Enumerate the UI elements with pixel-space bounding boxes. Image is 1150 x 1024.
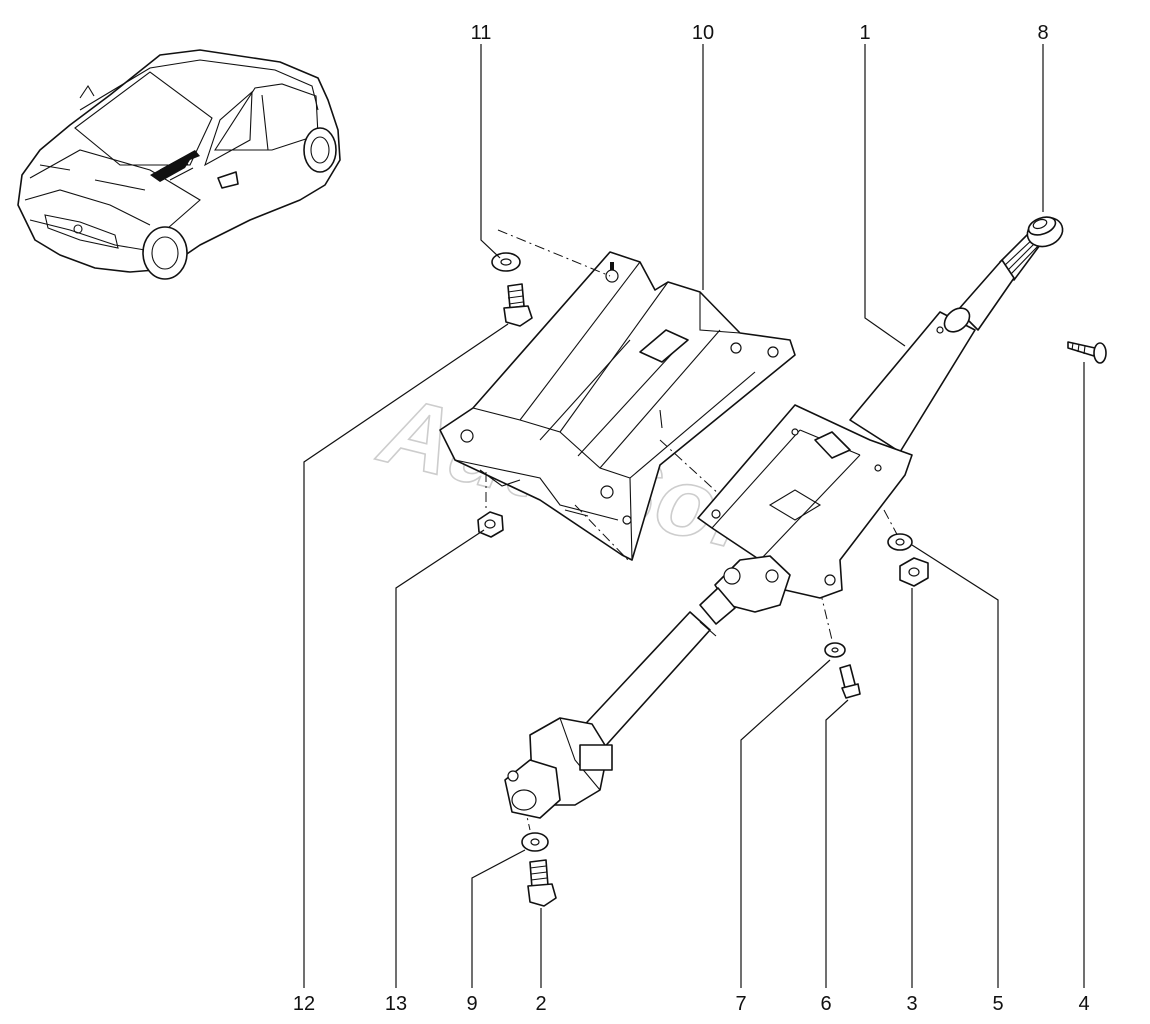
leader-lines	[303, 44, 1085, 988]
callout-13: 13	[385, 993, 407, 1015]
part-13-nut	[477, 511, 504, 538]
callout-7: 7	[735, 993, 746, 1015]
callout-1: 1	[859, 22, 870, 44]
part-5-washer	[887, 533, 913, 551]
callout-numbers: 11 10 1 8 12 13 9 2 7 6 3 5 4	[293, 22, 1090, 1015]
part-8-bushing	[1026, 216, 1064, 248]
part-7-washer	[824, 642, 846, 658]
callout-10: 10	[692, 22, 714, 44]
callout-3: 3	[906, 993, 917, 1015]
part-11-washer	[491, 252, 521, 272]
part-10-mounting-bracket	[439, 251, 796, 561]
part-9-washer	[521, 832, 549, 852]
callout-4: 4	[1078, 993, 1089, 1015]
part-4-screw	[1067, 341, 1107, 364]
callout-5: 5	[992, 993, 1003, 1015]
part-3-nut	[899, 557, 929, 587]
intermediate-shaft	[504, 611, 717, 819]
callout-6: 6	[820, 993, 831, 1015]
part-2-bolt	[527, 859, 557, 907]
vehicle-locator-thumbnail	[17, 49, 341, 280]
part-12-bolt	[503, 283, 533, 327]
callout-11: 11	[471, 22, 492, 44]
callout-9: 9	[466, 993, 477, 1015]
callout-12: 12	[293, 993, 315, 1015]
callout-8: 8	[1037, 22, 1048, 44]
part-6-bolt	[839, 664, 861, 699]
callout-2: 2	[535, 993, 546, 1015]
part-1-steering-column	[697, 231, 1041, 625]
